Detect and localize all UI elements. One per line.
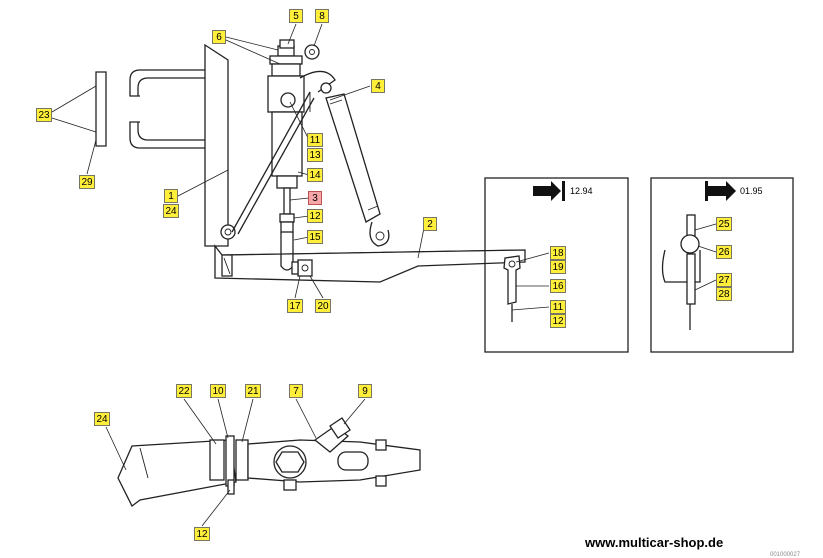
part-label-17[interactable]: 17: [287, 299, 303, 313]
part-label-5[interactable]: 5: [289, 9, 303, 23]
part-label-text: 11: [310, 135, 321, 146]
part-label-text: 28: [718, 289, 730, 300]
bar-to-arrow-icon: [705, 181, 736, 201]
part-label-text: 5: [293, 11, 299, 22]
part-label-11[interactable]: 11: [307, 133, 323, 147]
part-label-text: 24: [96, 414, 108, 425]
part-label-15[interactable]: 15: [307, 230, 323, 244]
part-label-2[interactable]: 2: [423, 217, 437, 231]
inset-ref-right: 01.95: [740, 186, 763, 196]
part-label-27[interactable]: 27: [716, 273, 732, 287]
part-label-text: 6: [216, 32, 222, 43]
part-label-8[interactable]: 8: [315, 9, 329, 23]
part-label-text: 7: [293, 386, 299, 397]
part-label-text: 18: [552, 248, 564, 259]
part-label-10[interactable]: 10: [210, 384, 226, 398]
cylinder-top-pin-8: [279, 39, 320, 60]
part-label-12[interactable]: 12: [550, 314, 566, 328]
part-label-text: 26: [718, 247, 730, 258]
part-label-3[interactable]: 3: [308, 191, 322, 205]
part-label-24[interactable]: 24: [163, 204, 179, 218]
part-label-text: 19: [552, 262, 564, 273]
part-label-text: 27: [718, 275, 730, 286]
part-label-text: 29: [81, 177, 93, 188]
part-label-7[interactable]: 7: [289, 384, 303, 398]
part-label-text: 2: [427, 219, 433, 230]
part-label-12[interactable]: 12: [194, 527, 210, 541]
part-label-24[interactable]: 24: [94, 412, 110, 426]
inset-refs: 12.94 01.95: [570, 186, 763, 196]
arrow-to-bar-icon: [533, 181, 565, 201]
part-label-9[interactable]: 9: [358, 384, 372, 398]
part-label-text: 24: [165, 206, 177, 217]
hydraulic-cylinder-14: [267, 45, 311, 271]
inset-frame-right: [650, 177, 794, 353]
part-label-22[interactable]: 22: [176, 384, 192, 398]
part-label-text: 12: [552, 316, 564, 327]
part-label-13[interactable]: 13: [307, 148, 323, 162]
part-label-14[interactable]: 14: [307, 168, 323, 182]
part-label-text: 11: [553, 302, 564, 313]
part-label-text: 9: [362, 386, 368, 397]
part-label-1[interactable]: 1: [164, 189, 178, 203]
part-label-text: 23: [38, 110, 50, 121]
lower-arm-2: [214, 244, 526, 283]
part-label-text: 25: [718, 219, 730, 230]
nut-17-20: [291, 259, 313, 277]
website-footer[interactable]: www.multicar-shop.de: [585, 535, 724, 550]
part-label-text: 3: [312, 193, 318, 204]
part-label-text: 15: [309, 232, 321, 243]
part-label-text: 10: [212, 386, 224, 397]
part-label-28[interactable]: 28: [716, 287, 732, 301]
part-label-text: 1: [168, 191, 174, 202]
leader-lines: [51, 23, 717, 527]
part-label-20[interactable]: 20: [315, 299, 331, 313]
spring-strut-4: [299, 70, 390, 247]
part-label-4[interactable]: 4: [371, 79, 385, 93]
part-label-12[interactable]: 12: [307, 209, 323, 223]
plate-bolt: [220, 224, 236, 240]
part-label-text: 16: [552, 281, 564, 292]
part-label-21[interactable]: 21: [245, 384, 261, 398]
part-label-text: 13: [309, 150, 321, 161]
part-label-18[interactable]: 18: [550, 246, 566, 260]
part-label-text: 12: [309, 211, 321, 222]
bottom-assembly: [117, 417, 421, 507]
mounting-plate: [204, 43, 229, 247]
part-label-text: 4: [375, 81, 381, 92]
part-label-text: 12: [196, 529, 208, 540]
part-label-23[interactable]: 23: [36, 108, 52, 122]
part-label-text: 17: [289, 301, 301, 312]
part-label-6[interactable]: 6: [212, 30, 226, 44]
part-label-text: 22: [178, 386, 190, 397]
inset-frame-left: [484, 177, 629, 353]
part-label-25[interactable]: 25: [716, 217, 732, 231]
part-label-16[interactable]: 16: [550, 279, 566, 293]
document-id: 001000027: [770, 552, 801, 558]
part-label-text: 20: [317, 301, 329, 312]
part-label-text: 14: [309, 170, 321, 181]
part-label-text: 21: [247, 386, 259, 397]
part-label-26[interactable]: 26: [716, 245, 732, 259]
hitch-bracket-23: [95, 69, 205, 149]
part-label-text: 8: [319, 11, 325, 22]
part-label-11[interactable]: 11: [550, 300, 566, 314]
part-label-19[interactable]: 19: [550, 260, 566, 274]
inset-ref-left: 12.94: [570, 186, 593, 196]
part-label-29[interactable]: 29: [79, 175, 95, 189]
